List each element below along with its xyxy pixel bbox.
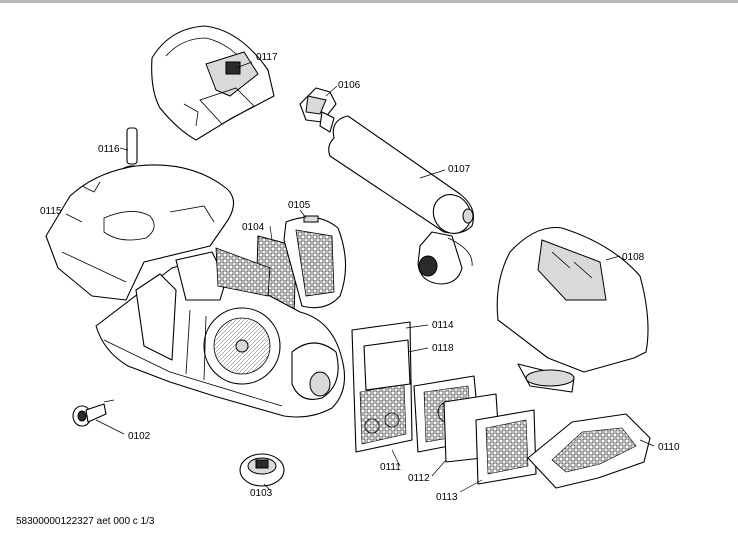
label-0115: 0115 [40, 206, 62, 217]
label-0104: 0104 [242, 222, 265, 233]
label-0113: 0113 [436, 492, 458, 503]
part-0117-handle [151, 25, 275, 141]
label-0105: 0105 [288, 200, 311, 211]
drawing-reference-number: 58300000122327 aet 000 c 1/3 [16, 516, 155, 527]
label-0107: 0107 [448, 164, 471, 175]
part-0110-grille [527, 413, 651, 489]
label-0106: 0106 [338, 80, 361, 91]
label-0114: 0114 [432, 320, 454, 331]
part-0113-grid-filter [475, 409, 537, 485]
part-0107-motor [328, 115, 475, 285]
label-0103: 0103 [250, 488, 273, 499]
leader-lines [65, 61, 655, 493]
part-0105-filter-cover [283, 215, 347, 309]
part-0106-rotor [299, 87, 337, 133]
label-0102: 0102 [128, 431, 151, 442]
part-0102-wheel [72, 399, 115, 427]
label-0118: 0118 [432, 343, 454, 354]
part-0108-rear-cover [496, 226, 649, 393]
top-rule [0, 0, 738, 3]
main-body [95, 247, 346, 418]
label-0117: 0117 [256, 52, 278, 63]
label-0111: 0111 [380, 462, 401, 473]
label-0110: 0110 [658, 442, 680, 453]
part-0115-lid [45, 164, 235, 301]
part-0103-caster [239, 453, 285, 487]
label-0116: 0116 [98, 144, 120, 155]
label-0112: 0112 [408, 473, 430, 484]
part-0118-filter-pad [363, 339, 411, 391]
label-0108: 0108 [622, 252, 645, 263]
